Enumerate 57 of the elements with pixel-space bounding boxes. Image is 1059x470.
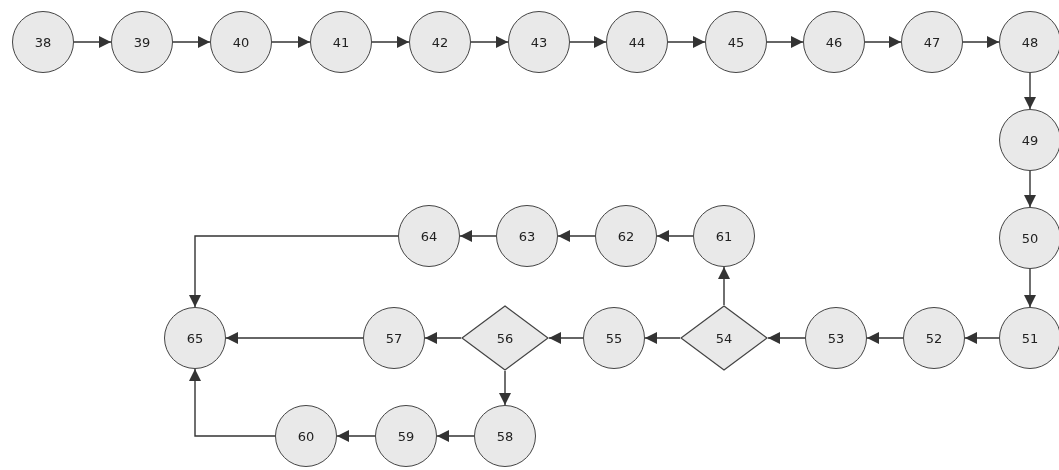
process-circle: 49 [999, 109, 1059, 171]
process-circle: 50 [999, 207, 1059, 269]
arrow [172, 36, 211, 48]
process-circle: 55 [583, 307, 645, 369]
arrow [336, 430, 376, 442]
arrow [1024, 170, 1036, 208]
process-circle: 48 [999, 11, 1059, 73]
arrow [371, 36, 410, 48]
arrow [499, 370, 511, 406]
process-circle: 64 [398, 205, 460, 267]
process-circle: 51 [999, 307, 1059, 369]
process-circle: 47 [901, 11, 963, 73]
process-circle: 59 [375, 405, 437, 467]
arrow [644, 332, 681, 344]
arrow [424, 332, 462, 344]
decision-diamond: 56 [461, 305, 549, 371]
process-circle: 62 [595, 205, 657, 267]
arrow [189, 235, 399, 308]
arrow [1024, 268, 1036, 308]
arrow [271, 36, 311, 48]
arrow [189, 368, 276, 437]
process-circle: 41 [310, 11, 372, 73]
process-circle: 60 [275, 405, 337, 467]
process-circle: 61 [693, 205, 755, 267]
process-circle: 39 [111, 11, 173, 73]
arrow [866, 332, 904, 344]
arrow [470, 36, 509, 48]
arrow [459, 230, 497, 242]
process-circle: 57 [363, 307, 425, 369]
process-circle: 38 [12, 11, 74, 73]
arrow [656, 230, 694, 242]
arrow [766, 36, 804, 48]
arrow [557, 230, 596, 242]
process-circle: 63 [496, 205, 558, 267]
arrow [718, 266, 730, 306]
process-circle: 58 [474, 405, 536, 467]
process-circle: 53 [805, 307, 867, 369]
arrow [964, 332, 1000, 344]
process-circle: 65 [164, 307, 226, 369]
process-circle: 42 [409, 11, 471, 73]
arrow [73, 36, 112, 48]
arrow [864, 36, 902, 48]
arrow [548, 332, 584, 344]
process-circle: 46 [803, 11, 865, 73]
arrow [436, 430, 475, 442]
decision-diamond: 54 [680, 305, 768, 371]
process-circle: 52 [903, 307, 965, 369]
arrow [667, 36, 706, 48]
arrow [962, 36, 1000, 48]
process-circle: 44 [606, 11, 668, 73]
process-circle: 43 [508, 11, 570, 73]
arrow [225, 332, 364, 344]
arrow [569, 36, 607, 48]
arrow [767, 332, 806, 344]
process-circle: 45 [705, 11, 767, 73]
arrow [1024, 72, 1036, 110]
process-circle: 40 [210, 11, 272, 73]
